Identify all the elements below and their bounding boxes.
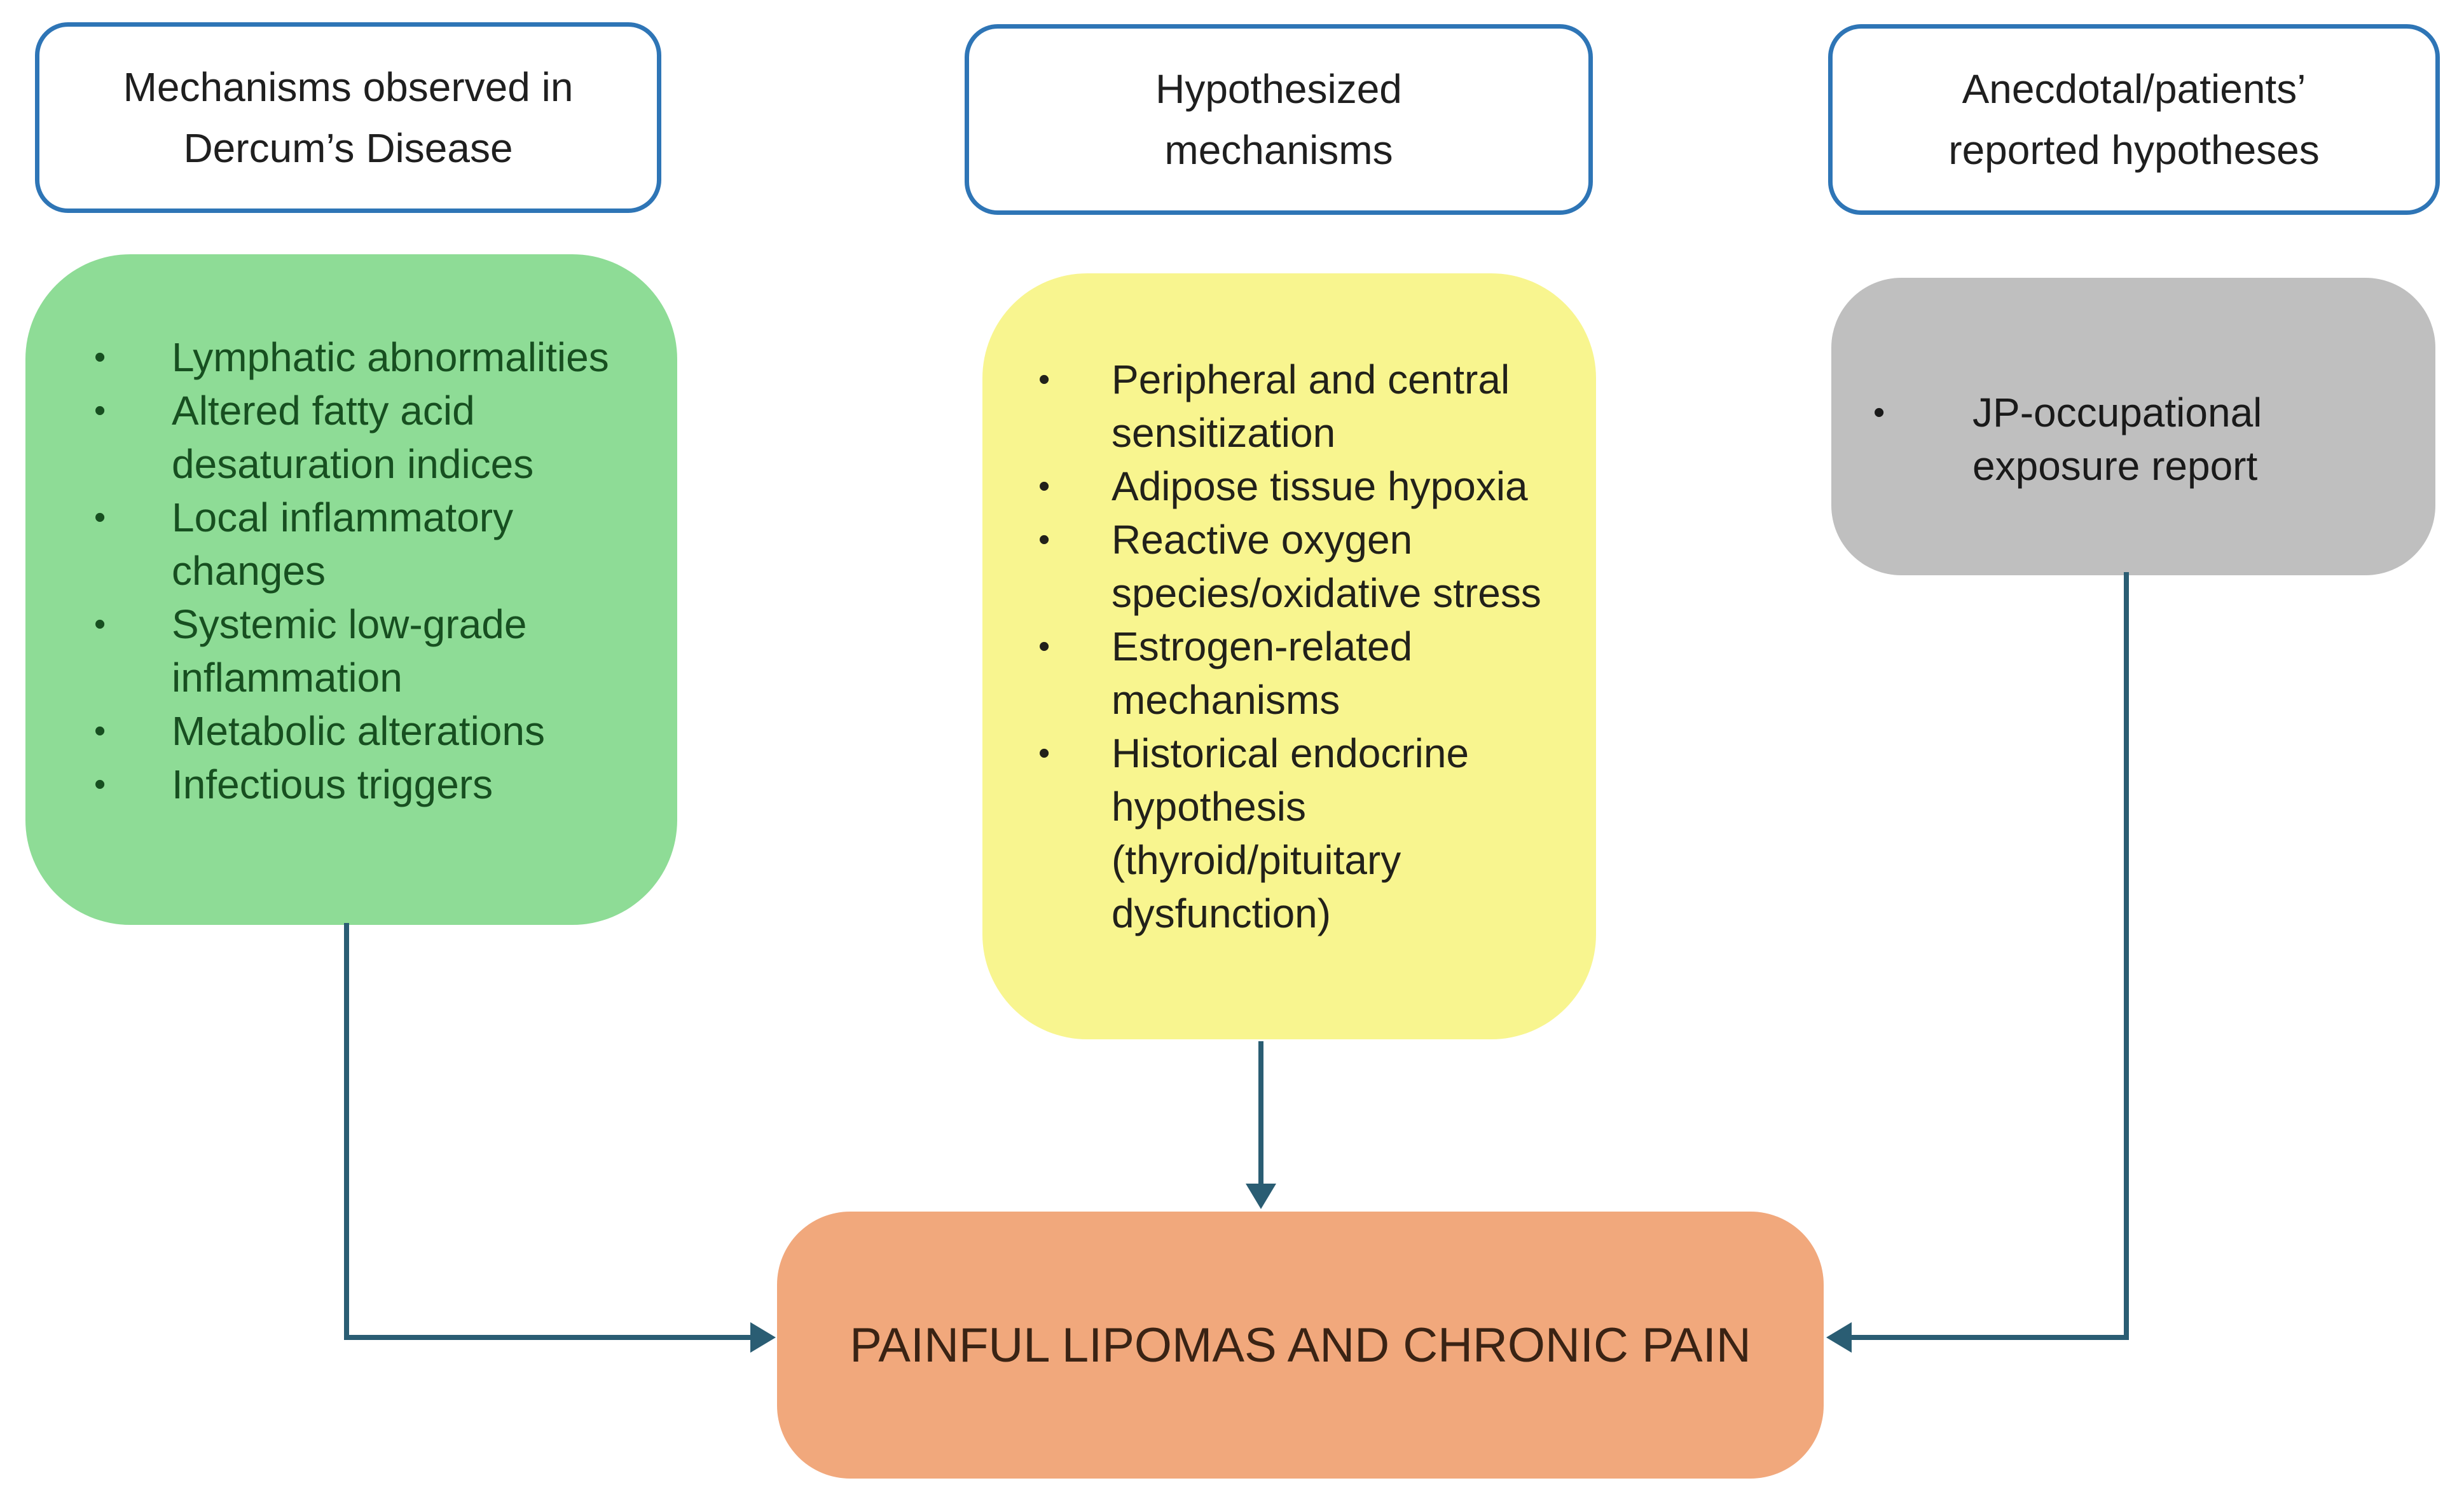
list-item-label: Reactive oxygen species/oxidative stress bbox=[1112, 517, 1541, 616]
observed-mechanisms-list: • Lymphatic abnormalities • Altered fatt… bbox=[25, 331, 677, 811]
hypothesized-mechanisms-list: • Peripheral and central sensitization •… bbox=[982, 353, 1596, 940]
list-item: • Altered fatty acid desaturation indice… bbox=[94, 384, 639, 491]
header-label-line: reported hypotheses bbox=[1948, 127, 2320, 173]
list-item-label: Altered fatty acid desaturation indices bbox=[172, 388, 534, 487]
list-item-label: Metabolic alterations bbox=[172, 708, 545, 754]
anecdotal-hypotheses-box: • JP-occupational exposure report bbox=[1831, 278, 2435, 575]
hypothesized-mechanisms-box: • Peripheral and central sensitization •… bbox=[982, 273, 1596, 1039]
bullet-icon: • bbox=[94, 339, 106, 376]
list-item-label: Systemic low-grade inflammation bbox=[172, 601, 527, 701]
anecdotal-hypotheses-list: • JP-occupational exposure report bbox=[1831, 386, 2435, 493]
bullet-icon: • bbox=[94, 606, 106, 643]
arrow-observed-to-outcome-horizontal-segment bbox=[344, 1335, 754, 1340]
header-box-hypothesized-mechanisms: Hypothesized mechanisms bbox=[965, 24, 1593, 215]
arrow-anecdotal-to-outcome-vertical-segment bbox=[2124, 572, 2129, 1340]
bullet-icon: • bbox=[94, 392, 106, 429]
list-item: • Local inflammatory changes bbox=[94, 491, 639, 598]
bullet-icon: • bbox=[1038, 628, 1050, 665]
list-item: • Historical endocrine hypothesis (thyro… bbox=[1038, 727, 1564, 940]
arrow-observed-to-outcome-vertical-segment bbox=[344, 923, 349, 1340]
bullet-icon: • bbox=[1873, 394, 1885, 431]
arrowhead-left-icon bbox=[1826, 1322, 1852, 1353]
outcome-box: PAINFUL LIPOMAS AND CHRONIC PAIN bbox=[777, 1212, 1824, 1479]
list-item: • Adipose tissue hypoxia bbox=[1038, 460, 1564, 513]
list-item-label: JP-occupational exposure report bbox=[1972, 390, 2262, 489]
header-label-line: mechanisms bbox=[1164, 127, 1393, 173]
arrowhead-down-icon bbox=[1246, 1184, 1276, 1209]
header-label-line: Hypothesized bbox=[1155, 66, 1402, 112]
list-item-label: Historical endocrine hypothesis (thyroid… bbox=[1112, 730, 1469, 936]
list-item-label: Adipose tissue hypoxia bbox=[1112, 463, 1528, 509]
header-box-observed-mechanisms: Mechanisms observed in Dercum’s Disease bbox=[35, 22, 661, 213]
list-item-label: Lymphatic abnormalities bbox=[172, 334, 609, 380]
list-item: • Systemic low-grade inflammation bbox=[94, 598, 639, 704]
list-item: • Infectious triggers bbox=[94, 758, 639, 811]
outcome-label: PAINFUL LIPOMAS AND CHRONIC PAIN bbox=[850, 1318, 1751, 1372]
arrow-hypothesized-to-outcome-vertical-segment bbox=[1258, 1041, 1263, 1189]
list-item: • Reactive oxygen species/oxidative stre… bbox=[1038, 513, 1564, 620]
observed-mechanisms-box: • Lymphatic abnormalities • Altered fatt… bbox=[25, 254, 677, 925]
bullet-icon: • bbox=[94, 766, 106, 803]
list-item-label: Estrogen-related mechanisms bbox=[1112, 624, 1413, 723]
bullet-icon: • bbox=[1038, 361, 1050, 398]
bullet-icon: • bbox=[1038, 521, 1050, 558]
bullet-icon: • bbox=[1038, 735, 1050, 772]
header-label-line: Dercum’s Disease bbox=[183, 125, 513, 171]
arrow-anecdotal-to-outcome-horizontal-segment bbox=[1849, 1335, 2129, 1340]
bullet-icon: • bbox=[94, 499, 106, 536]
list-item-label: Infectious triggers bbox=[172, 762, 493, 807]
bullet-icon: • bbox=[1038, 468, 1050, 505]
bullet-icon: • bbox=[94, 713, 106, 749]
list-item-label: Peripheral and central sensitization bbox=[1112, 357, 1510, 456]
header-label-line: Mechanisms observed in bbox=[123, 64, 574, 110]
arrowhead-right-icon bbox=[750, 1322, 776, 1353]
list-item-label: Local inflammatory changes bbox=[172, 495, 514, 594]
list-item: • Peripheral and central sensitization bbox=[1038, 353, 1564, 460]
header-box-anecdotal-hypotheses: Anecdotal/patients’ reported hypotheses bbox=[1828, 24, 2440, 215]
list-item: • Estrogen-related mechanisms bbox=[1038, 620, 1564, 727]
list-item: • JP-occupational exposure report bbox=[1873, 386, 2404, 493]
list-item: • Lymphatic abnormalities bbox=[94, 331, 639, 384]
header-label-line: Anecdotal/patients’ bbox=[1962, 66, 2306, 112]
list-item: • Metabolic alterations bbox=[94, 704, 639, 758]
